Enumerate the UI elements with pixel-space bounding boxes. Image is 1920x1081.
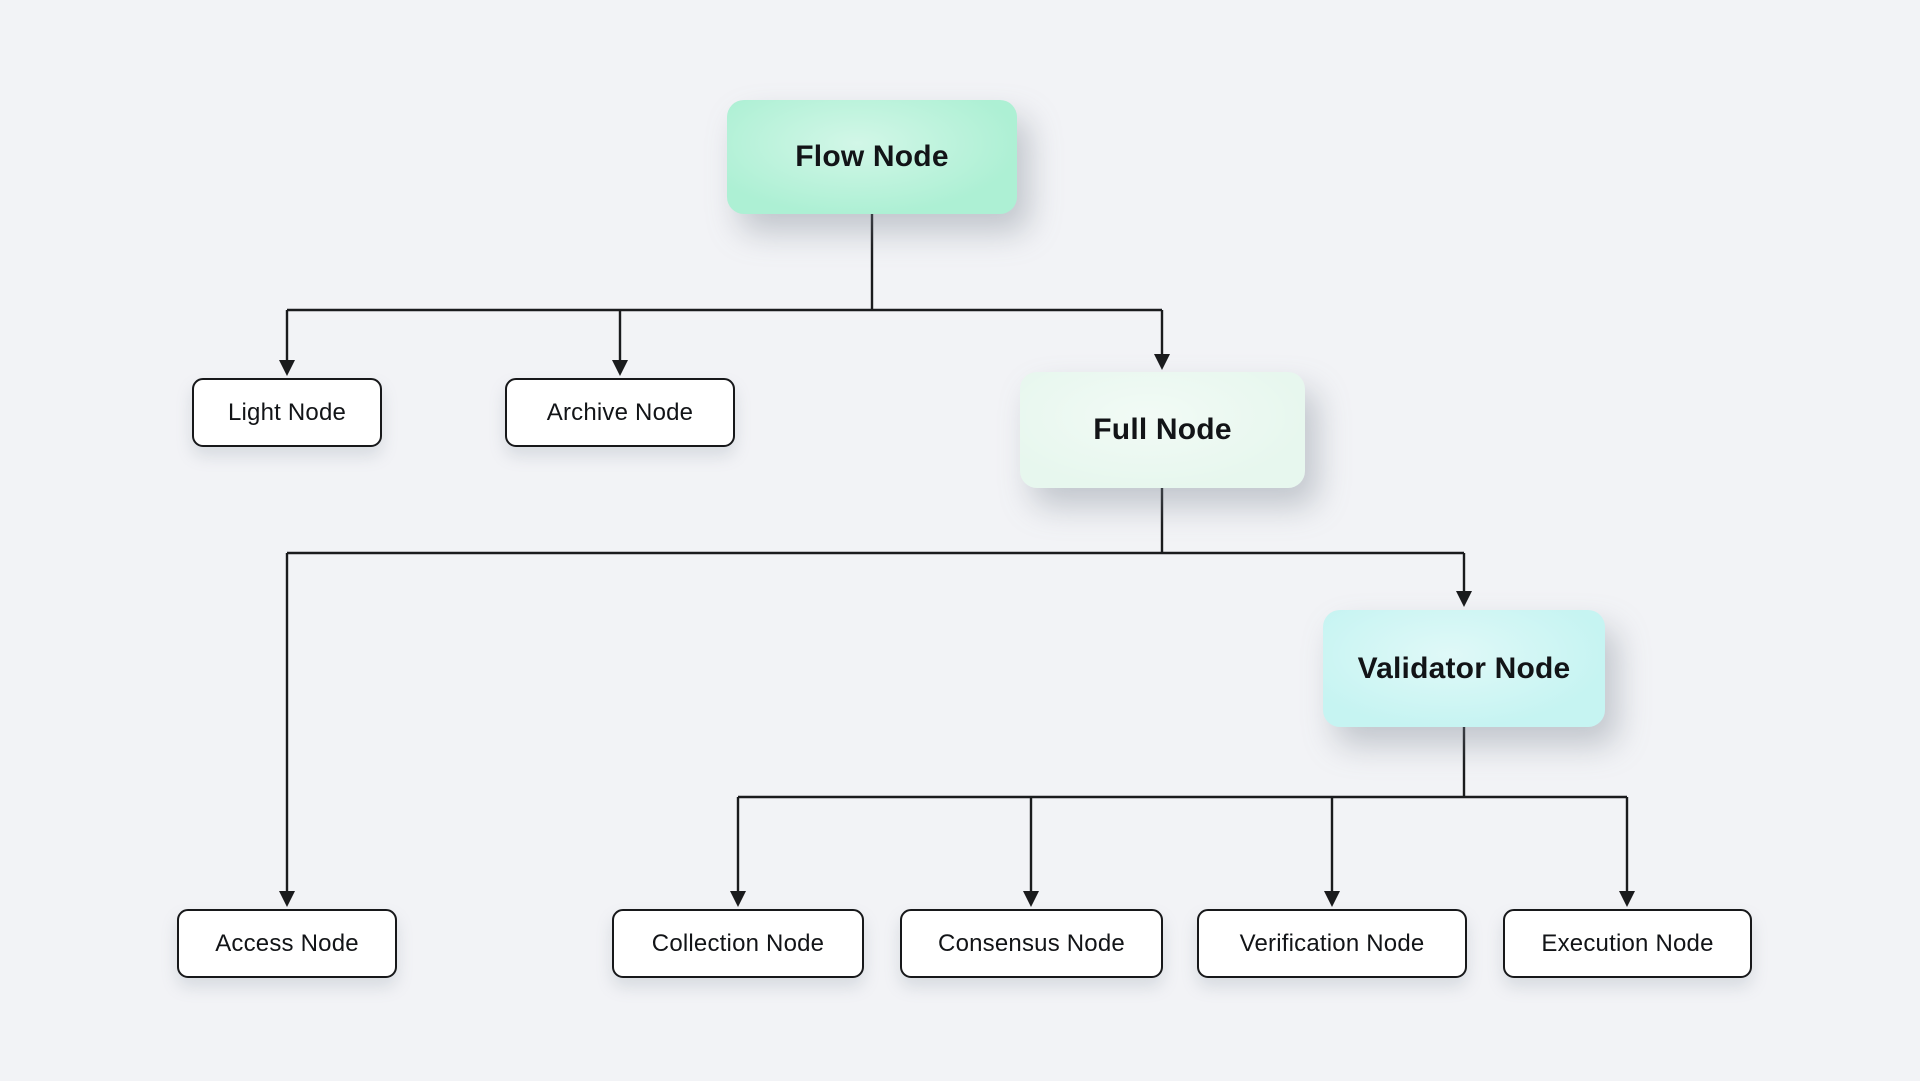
execution-node-label: Execution Node bbox=[1541, 929, 1714, 957]
light-node-label: Light Node bbox=[227, 398, 347, 426]
validator-node-label: Validator Node bbox=[1357, 651, 1571, 685]
flow-node-box: Flow Node bbox=[727, 100, 1017, 214]
arrowhead-icon bbox=[730, 891, 746, 907]
execution-node-box: Execution Node bbox=[1503, 909, 1752, 978]
arrowhead-icon bbox=[1154, 354, 1170, 370]
consensus-node-label: Consensus Node bbox=[938, 929, 1125, 957]
collection-node-label: Collection Node bbox=[651, 929, 825, 957]
light-node-box: Light Node bbox=[192, 378, 382, 447]
archive-node-box: Archive Node bbox=[505, 378, 735, 447]
arrowhead-icon bbox=[1619, 891, 1635, 907]
consensus-node-box: Consensus Node bbox=[900, 909, 1163, 978]
flow-node-label: Flow Node bbox=[795, 140, 949, 173]
collection-node-box: Collection Node bbox=[612, 909, 864, 978]
arrowhead-icon bbox=[279, 360, 295, 376]
arrowhead-icon bbox=[1324, 891, 1340, 907]
arrowhead-icon bbox=[1456, 591, 1472, 607]
arrowhead-icon bbox=[279, 891, 295, 907]
archive-node-label: Archive Node bbox=[546, 398, 694, 426]
access-node-label: Access Node bbox=[215, 929, 359, 957]
verification-node-label: Verification Node bbox=[1239, 929, 1425, 957]
arrowhead-icon bbox=[1023, 891, 1039, 907]
connector-lines bbox=[285, 214, 1629, 897]
verification-node-box: Verification Node bbox=[1197, 909, 1467, 978]
validator-node-box: Validator Node bbox=[1323, 610, 1605, 727]
full-node-label: Full Node bbox=[1093, 413, 1232, 446]
arrowhead-icon bbox=[612, 360, 628, 376]
access-node-box: Access Node bbox=[177, 909, 397, 978]
full-node-box: Full Node bbox=[1020, 372, 1305, 488]
